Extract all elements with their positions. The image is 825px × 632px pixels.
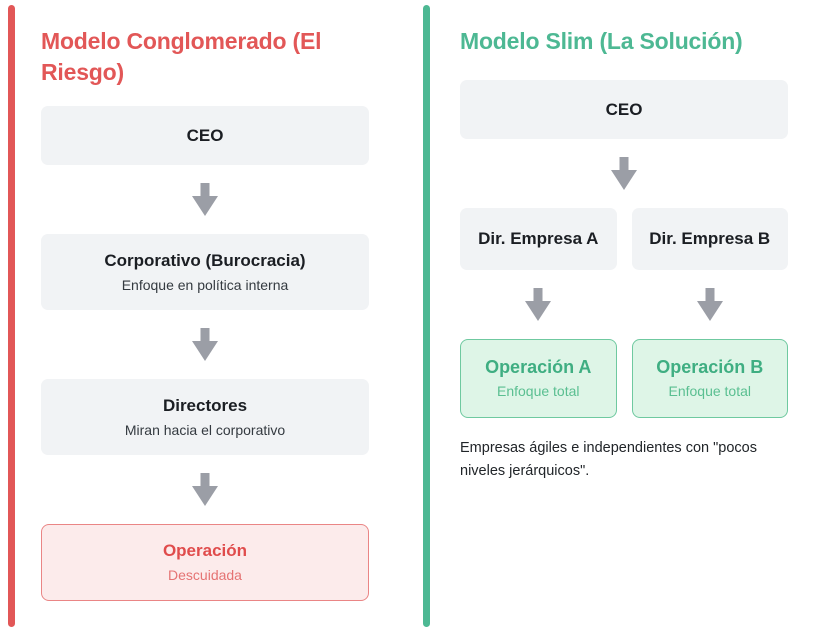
node-directores: Directores Miran hacia el corporativo [41,379,369,455]
node-subtitle: Descuidada [168,567,242,583]
down-arrow-icon [632,288,789,321]
node-title: Directores [162,396,248,415]
green-accent-bar [423,5,430,627]
node-dir-empresa-a: Dir. Empresa A [460,208,617,270]
node-ceo-left: CEO [41,106,369,165]
node-subtitle: Enfoque en política interna [121,277,289,293]
node-title: Operación [162,541,248,560]
node-subtitle: Miran hacia el corporativo [124,422,286,438]
node-operacion-b: Operación B Enfoque total [631,339,788,418]
conglomerado-title: Modelo Conglomerado (El Riesgo) [41,28,322,85]
down-arrow-icon [41,328,369,361]
down-arrow-icon [460,288,617,321]
red-accent-bar [8,5,15,627]
node-title: Operación A [485,357,592,377]
node-subtitle: Enfoque total [496,383,580,399]
node-title: Dir. Empresa A [478,229,599,248]
slim-panel: Modelo Slim (La Solución) CEO Dir. Empre… [412,0,825,632]
slim-footnote: Empresas ágiles e independientes con "po… [460,440,757,479]
down-arrow-icon [41,473,369,506]
node-subtitle: Enfoque total [668,383,751,399]
node-title: CEO [186,126,224,145]
slim-title: Modelo Slim (La Solución) [460,28,743,54]
node-dir-empresa-b: Dir. Empresa B [631,208,788,270]
down-arrow-icon [41,183,369,216]
arrows-row [460,288,788,321]
node-operacion-a: Operación A Enfoque total [460,339,617,418]
node-title: Dir. Empresa B [649,229,771,248]
node-title: CEO [605,100,643,119]
node-ceo-right: CEO [460,80,788,139]
node-title: Operación B [656,357,764,377]
conglomerado-panel: Modelo Conglomerado (El Riesgo) CEO Corp… [0,0,412,632]
conglomerado-content: Modelo Conglomerado (El Riesgo) CEO Corp… [41,0,369,632]
directors-row: Dir. Empresa A Dir. Empresa B [460,208,788,270]
operations-row: Operación A Enfoque total Operación B En… [460,339,788,418]
down-arrow-icon [460,157,788,190]
slim-content: Modelo Slim (La Solución) CEO Dir. Empre… [460,0,788,632]
node-operacion-descuidada: Operación Descuidada [41,524,369,601]
node-title: Corporativo (Burocracia) [104,251,306,270]
node-corporativo: Corporativo (Burocracia) Enfoque en polí… [41,234,369,310]
